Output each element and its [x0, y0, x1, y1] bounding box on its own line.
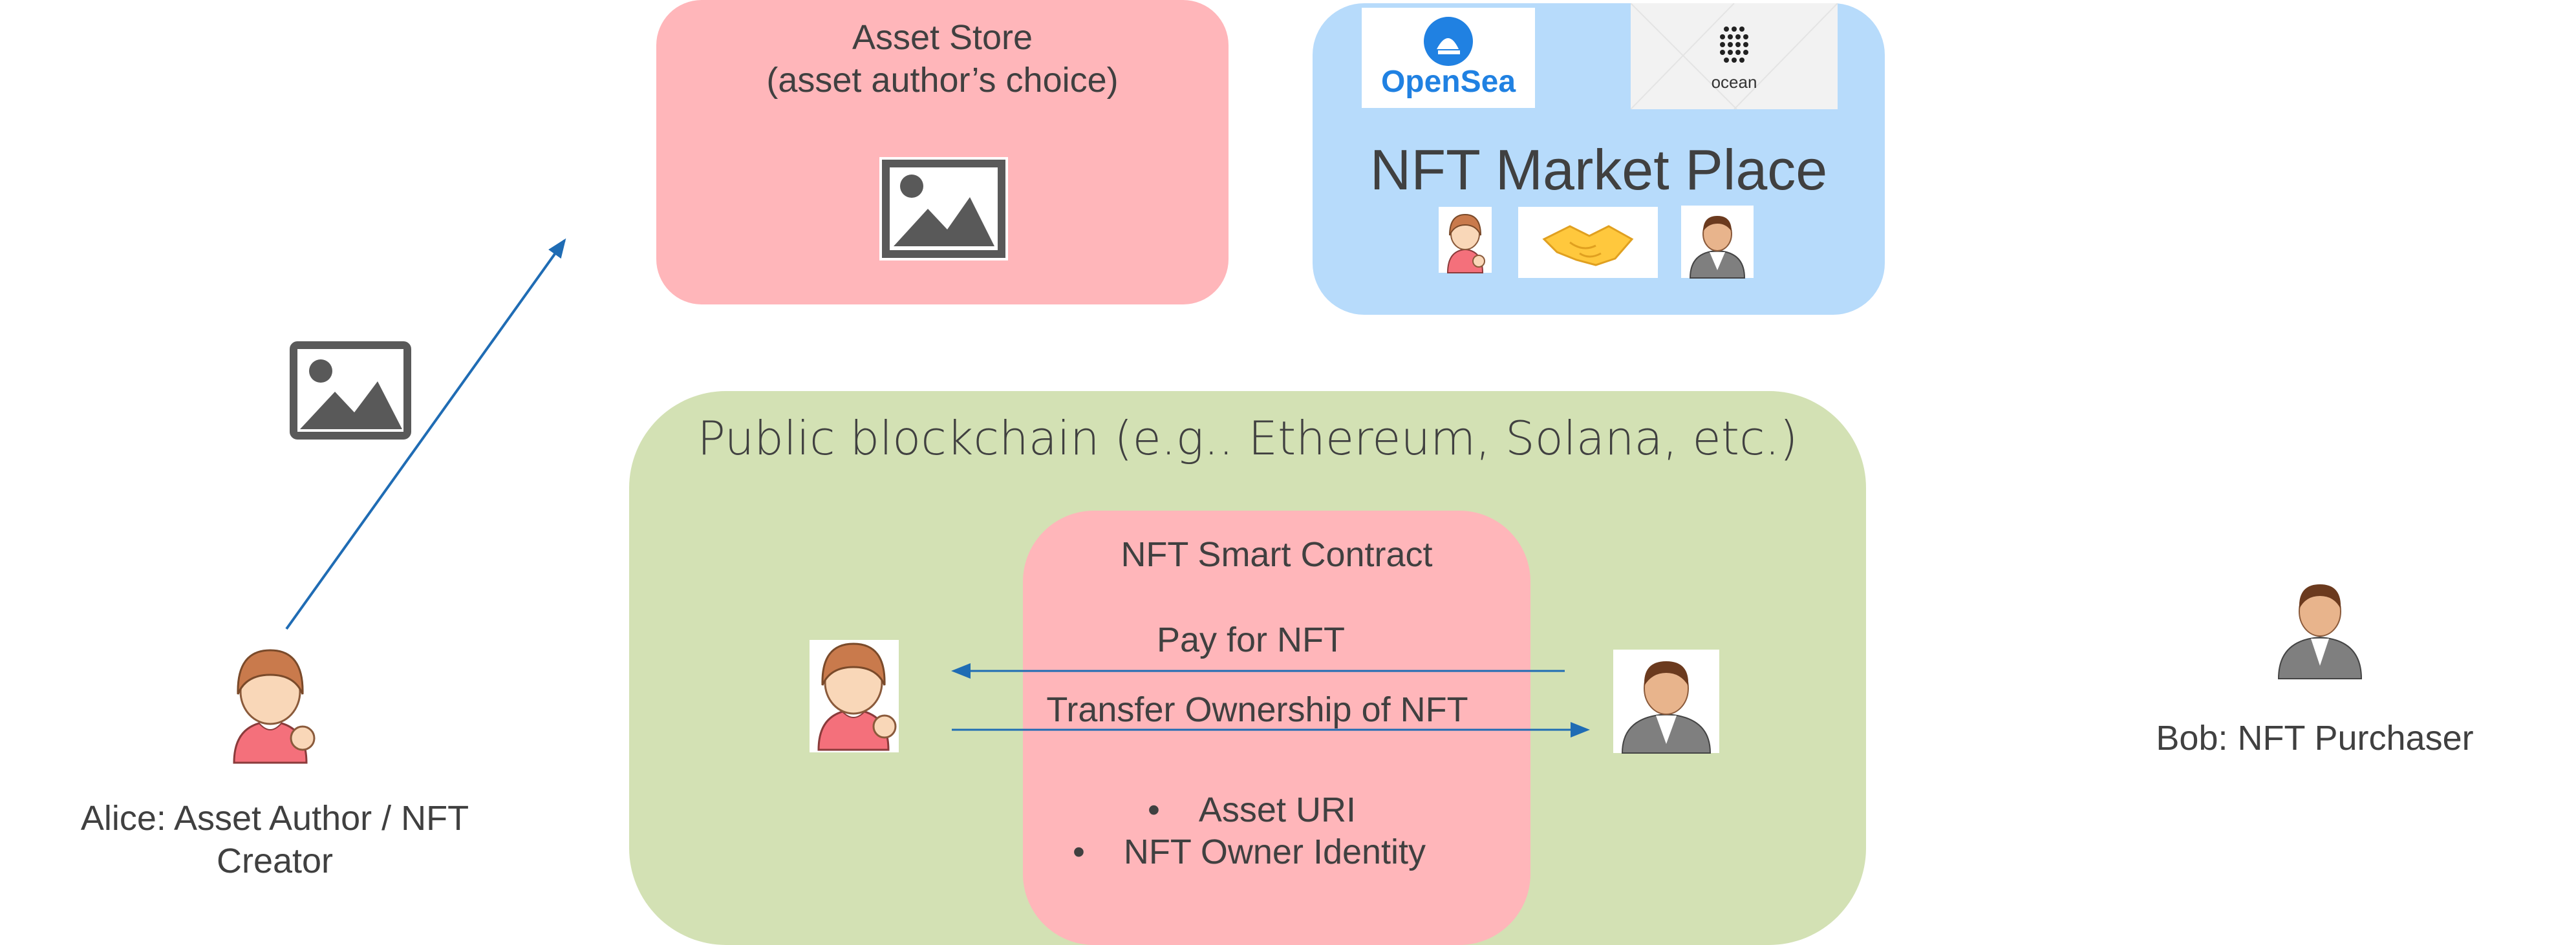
- bullet-text: NFT Owner Identity: [1123, 833, 1426, 871]
- bullet-text: Asset URI: [1198, 791, 1356, 829]
- blockchain-title: Public blockchain (e.g.. Ethereum, Solan…: [697, 411, 1798, 465]
- alice-label-line1: Alice: Asset Author / NFT: [80, 799, 469, 838]
- bullet-nft-owner-identity: • NFT Owner Identity: [1073, 832, 1426, 872]
- bullet-dot: •: [1073, 833, 1085, 871]
- transfer-ownership-label: Transfer Ownership of NFT: [1046, 690, 1468, 729]
- alice-avatar-icon: [233, 649, 316, 764]
- asset-store-title: Asset Store: [852, 18, 1033, 57]
- contract-title: NFT Smart Contract: [1121, 535, 1433, 574]
- bob-label: Bob: NFT Purchaser: [2156, 719, 2474, 758]
- image-icon: [290, 341, 411, 440]
- asset-store-subtitle: (asset author’s choice): [766, 61, 1119, 100]
- ocean-logo: [1630, 3, 1838, 110]
- bullet-asset-uri: • Asset URI: [1148, 790, 1356, 830]
- alice-label-line2: Creator: [216, 842, 334, 880]
- bob-avatar-icon: [2277, 584, 2363, 679]
- nft-smart-contract-box: [1023, 511, 1530, 945]
- upload-asset-arrow: [285, 238, 566, 630]
- bullet-dot: •: [1148, 791, 1160, 829]
- opensea-logo-text: OpenSea: [1380, 65, 1516, 99]
- opensea-logo: [1362, 8, 1535, 108]
- ocean-logo-text: ocean: [1711, 72, 1757, 92]
- marketplace-title: NFT Market Place: [1369, 138, 1828, 202]
- pay-for-nft-label: Pay for NFT: [1156, 621, 1346, 659]
